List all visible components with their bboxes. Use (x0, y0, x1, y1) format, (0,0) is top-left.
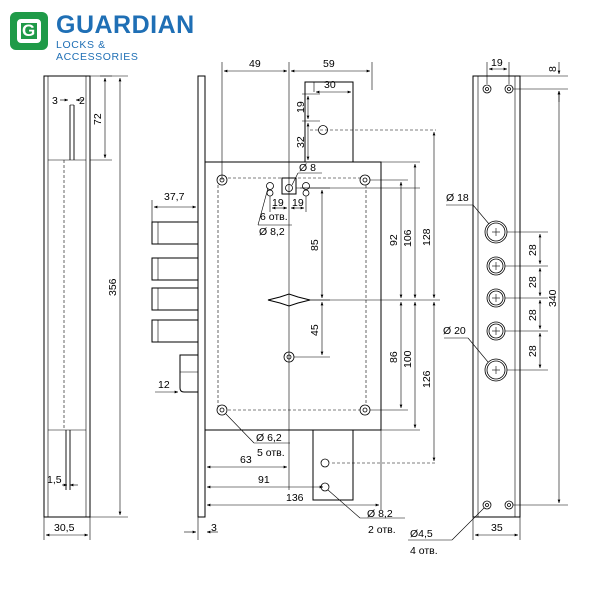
face-dim-28-2: 28 (527, 276, 539, 288)
face-dim-35: 35 (491, 522, 503, 534)
dim-63: 63 (240, 454, 252, 466)
dim-106: 106 (402, 229, 414, 247)
front-view: 49 59 30 19 32 Ø 8 37,7 19 19 6 отв. Ø 8… (151, 58, 440, 540)
bolt-holes (484, 220, 508, 382)
side-dim-356: 356 (107, 278, 119, 296)
holes-5: 5 отв. (257, 447, 285, 459)
bolt-4 (151, 319, 199, 343)
dim-128: 128 (421, 228, 433, 246)
face-dim-d18: Ø 18 (446, 192, 469, 204)
dim-91: 91 (258, 474, 270, 486)
side-dim-72: 72 (92, 113, 104, 125)
face-dim-d20: Ø 20 (443, 325, 466, 337)
face-dim-d4-5: Ø4,5 (410, 528, 433, 540)
face-dim-8: 8 (547, 66, 559, 72)
brand-logo: G GUARDIAN LOCKS & ACCESSORIES (8, 10, 194, 63)
dim-100: 100 (402, 350, 414, 368)
dim-3-bottom: 3 (211, 522, 217, 534)
holes-6: 6 отв. (260, 211, 288, 223)
bolt-1 (151, 221, 199, 245)
dim-85: 85 (309, 239, 321, 251)
dim-d8: Ø 8 (299, 162, 316, 174)
dim-d6-2: Ø 6,2 (256, 432, 282, 444)
face-dim-340: 340 (547, 289, 559, 307)
faceplate-edge (197, 75, 206, 518)
bolt-3 (151, 287, 199, 311)
dim-19-b: 19 (292, 197, 304, 209)
dim-d8-2-bottom: Ø 8,2 (367, 508, 393, 520)
holes-4: 4 отв. (410, 545, 438, 557)
dim-86: 86 (388, 351, 400, 363)
face-dim-19: 19 (491, 57, 503, 69)
side-dim-1-5: 1,5 (47, 474, 62, 486)
dim-19-a: 19 (272, 197, 284, 209)
face-dim-28-3: 28 (527, 309, 539, 321)
dim-30: 30 (324, 79, 336, 91)
top-latch-bar (304, 81, 354, 163)
dim-32: 32 (295, 136, 307, 148)
dim-136: 136 (286, 492, 304, 504)
brand-tagline: LOCKS & ACCESSORIES (56, 39, 139, 63)
dim-12: 12 (158, 379, 170, 391)
dim-d8-2-top: Ø 8,2 (259, 226, 285, 238)
bolt-2 (151, 257, 199, 281)
dim-45: 45 (309, 324, 321, 336)
face-view: 19 8 Ø 18 28 28 28 28 340 Ø 20 (408, 57, 568, 557)
dim-37-7: 37,7 (164, 191, 185, 203)
dim-49: 49 (249, 58, 261, 70)
holes-2: 2 отв. (368, 524, 396, 536)
side-view: 3 2 72 356 1,5 30,5 (43, 75, 128, 540)
side-dim-2: 2 (79, 95, 85, 107)
bottom-latch-bar (312, 429, 354, 501)
guardian-logo-icon: G (10, 12, 48, 50)
brand-name: GUARDIAN (56, 11, 195, 39)
dim-126: 126 (421, 370, 433, 388)
face-dim-28-4: 28 (527, 345, 539, 357)
face-dim-28-1: 28 (527, 244, 539, 256)
side-plate (43, 75, 91, 518)
dim-19-top: 19 (295, 101, 307, 113)
dim-59: 59 (323, 58, 335, 70)
latch (179, 354, 199, 393)
side-dim-30-5: 30,5 (54, 522, 75, 534)
dim-92: 92 (388, 234, 400, 246)
side-dim-3: 3 (52, 95, 58, 107)
